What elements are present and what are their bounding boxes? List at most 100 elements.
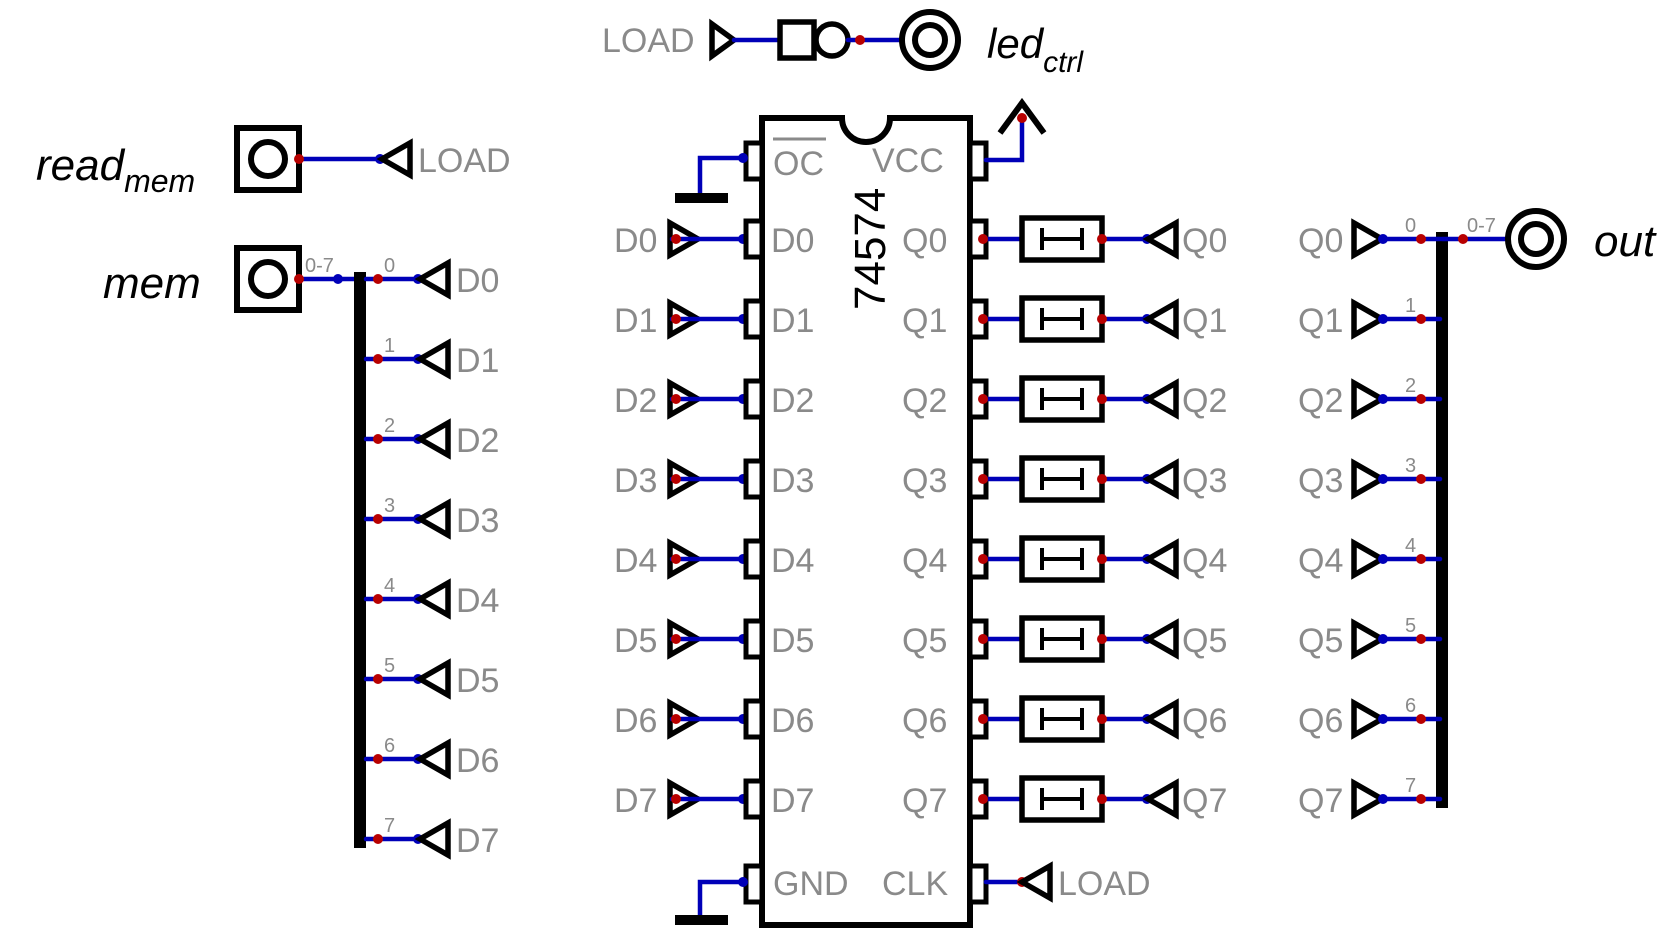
mem-label: mem: [103, 259, 201, 308]
out-bus-label: 0-7: [1467, 215, 1496, 237]
chip-d-pin-label: D7: [771, 782, 814, 820]
out-bit-row: Q6 6: [1298, 695, 1443, 740]
out-q-tunnel-label: Q6: [1298, 702, 1343, 740]
mem-bit-index: 0: [384, 255, 395, 277]
read-mem-load-label: LOAD: [418, 142, 511, 180]
mem-bit-index: 3: [384, 495, 395, 517]
out-bit-index: 6: [1405, 695, 1416, 717]
out-q-tunnel: [1351, 298, 1388, 340]
chip-q-pin-label: Q4: [902, 542, 947, 580]
out-bit-index: 4: [1405, 535, 1416, 557]
mem-d-tunnel: [414, 498, 451, 540]
mem-bit-row: 3 D3: [363, 495, 499, 540]
not-gate-bubble: [813, 21, 851, 59]
mem-bus-label: 0-7: [305, 255, 334, 277]
q-tunnel-label: Q3: [1182, 462, 1227, 500]
chip-q-pin-label: Q0: [902, 222, 947, 260]
chip-q-row: Q0 Q0: [902, 215, 1227, 263]
mem-d-tunnel-label: D1: [456, 342, 499, 380]
not-gate-body: [777, 19, 817, 61]
out-label: out: [1594, 217, 1657, 266]
out-q-tunnel-label: Q1: [1298, 302, 1343, 340]
chip-d-pin-label: D4: [771, 542, 814, 580]
mem-bit-row: 0 D0: [363, 255, 499, 300]
q-tunnel: [1142, 218, 1179, 260]
chip-d-row: D1 D1: [614, 298, 814, 340]
mem-d-tunnel: [414, 658, 451, 700]
out-q-tunnel: [1351, 538, 1388, 580]
load-tunnel-label: LOAD: [602, 22, 695, 60]
chip-d-pin: [743, 298, 765, 340]
chip-q-pin-label: Q3: [902, 462, 947, 500]
out-q-tunnel-label: Q2: [1298, 382, 1343, 420]
mem-d-tunnel-label: D0: [456, 262, 499, 300]
out-q-tunnel-label: Q3: [1298, 462, 1343, 500]
chip-d-pin: [743, 698, 765, 740]
mem-d-tunnel-label: D4: [456, 582, 499, 620]
chip-d-pin: [743, 538, 765, 580]
out-q-tunnel: [1351, 698, 1388, 740]
q-tunnel: [1142, 298, 1179, 340]
chip-d-tunnel-label: D1: [614, 302, 657, 340]
mem-group: mem 0-7: [103, 245, 366, 848]
mem-d-tunnel: [414, 418, 451, 460]
led-ctrl-label: ledctrl: [987, 20, 1084, 79]
mem-d-tunnel-label: D3: [456, 502, 499, 540]
chip-d-pin-label: D3: [771, 462, 814, 500]
out-q-tunnel: [1351, 778, 1388, 820]
chip-part-number: 74574: [846, 188, 895, 310]
mem-bit-index: 2: [384, 415, 395, 437]
chip-d-pin-label: D2: [771, 382, 814, 420]
read-mem-group: readmem LOAD: [36, 125, 511, 199]
chip-q-pin-label: Q5: [902, 622, 947, 660]
chip-d-pin: [743, 458, 765, 500]
chip-clk-label: CLK: [882, 865, 948, 903]
chip-d-pin-label: D1: [771, 302, 814, 340]
mem-d-tunnel-label: D5: [456, 662, 499, 700]
chip-pin-vcc: [967, 140, 989, 182]
mem-bit-index: 6: [384, 735, 395, 757]
chip-d-tunnel-label: D6: [614, 702, 657, 740]
q-tunnel-label: Q6: [1182, 702, 1227, 740]
read-mem-load-tunnel: [376, 138, 413, 180]
clk-load-tunnel: [1016, 861, 1053, 903]
read-mem-label: readmem: [36, 141, 195, 199]
q-tunnel: [1142, 698, 1179, 740]
out-q-tunnel-label: Q5: [1298, 622, 1343, 660]
mem-d-tunnel: [414, 738, 451, 780]
out-q-tunnel-label: Q0: [1298, 222, 1343, 260]
q-tunnel: [1142, 538, 1179, 580]
chip-d-pin: [743, 378, 765, 420]
q-tunnel-label: Q0: [1182, 222, 1227, 260]
chip-d-pin: [743, 778, 765, 820]
q-tunnel-label: Q2: [1182, 382, 1227, 420]
chip-d-tunnel-label: D3: [614, 462, 657, 500]
chip-d-pin: [743, 618, 765, 660]
chip-pin-oc: [743, 140, 765, 182]
chip-q-row: Q2 Q2: [902, 375, 1227, 423]
chip-d-row: D3 D3: [614, 458, 814, 500]
chip-q-pin-label: Q2: [902, 382, 947, 420]
q-tunnel-label: Q7: [1182, 782, 1227, 820]
out-group: 0-7 out: [1436, 208, 1657, 808]
q-tunnel-label: Q5: [1182, 622, 1227, 660]
mem-d-tunnel-label: D7: [456, 822, 499, 860]
out-q-tunnel: [1351, 218, 1388, 260]
chip-body: [759, 115, 973, 928]
